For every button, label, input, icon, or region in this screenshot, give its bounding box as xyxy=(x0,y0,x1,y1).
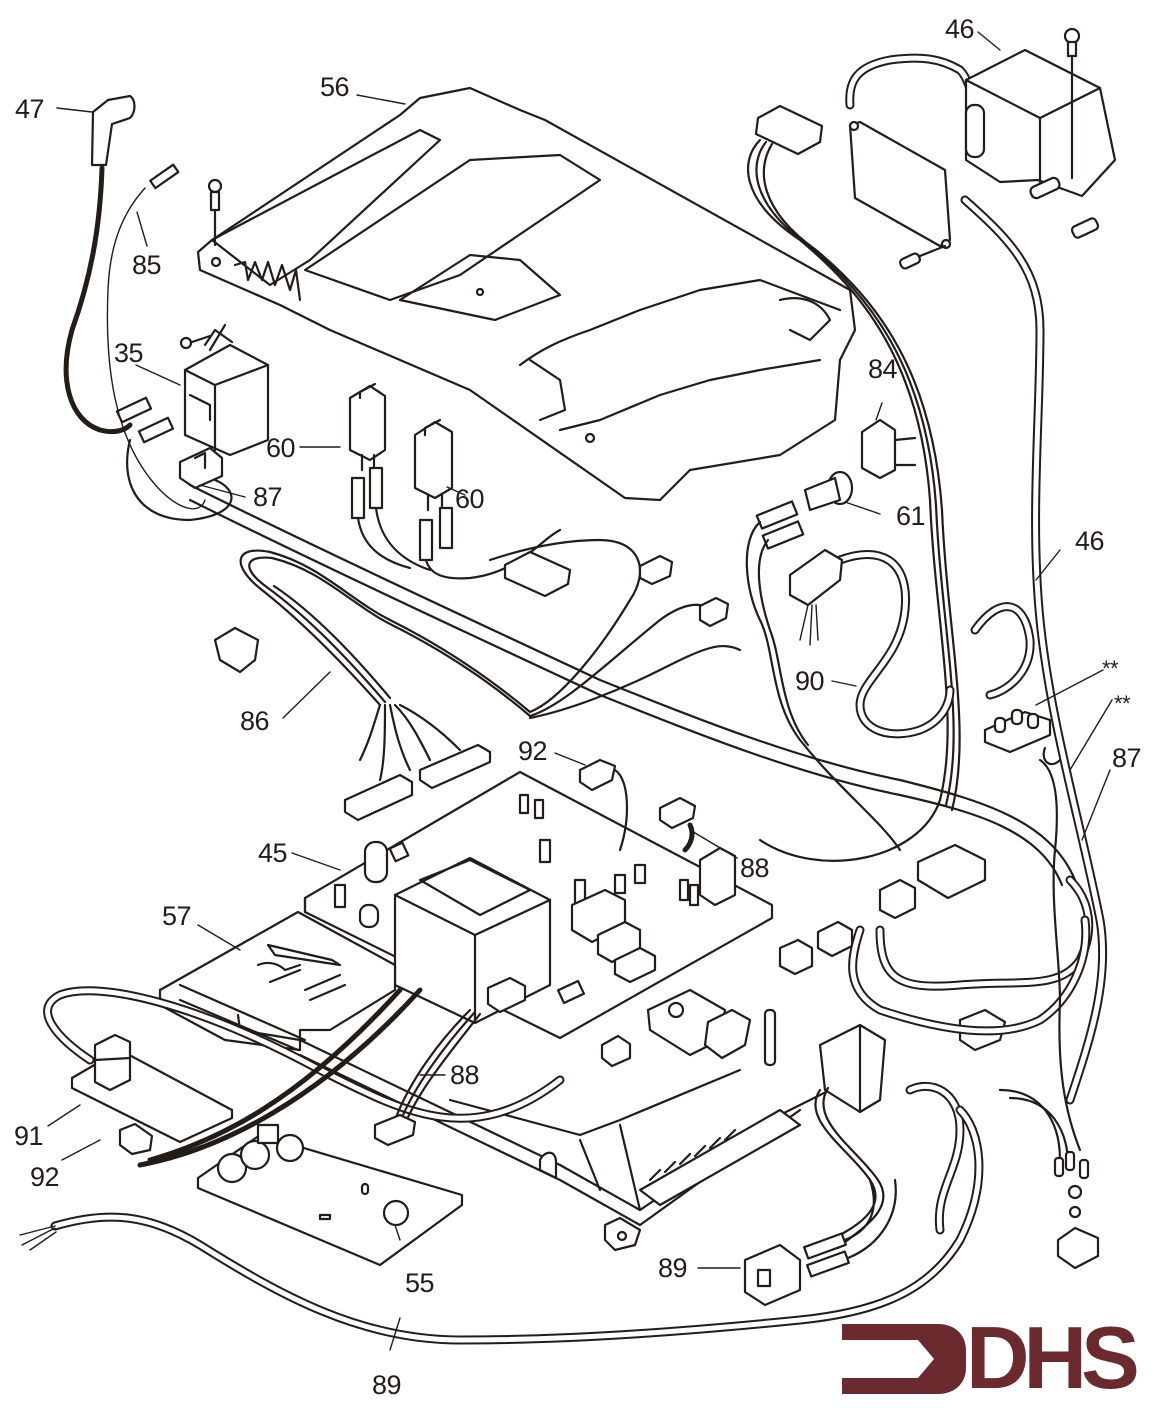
callout-88-b: 88 xyxy=(450,1060,480,1090)
four-way-harness-part xyxy=(747,104,961,862)
callout-87-b: 87 xyxy=(1112,743,1142,773)
callout-55: 55 xyxy=(405,1268,435,1298)
clip-84-part xyxy=(860,418,917,480)
mains-switch-part xyxy=(743,1178,897,1307)
callout-85: 85 xyxy=(132,250,162,280)
callout-56: 56 xyxy=(320,72,350,102)
neon-indicator-part xyxy=(745,470,902,852)
pcb-carrier-tray-part xyxy=(158,910,397,1052)
callout-91: 91 xyxy=(14,1121,44,1151)
callout-terminal-lead: ** xyxy=(1114,691,1131,716)
callout-88-a: 88 xyxy=(740,853,770,883)
control-panel-housing-part xyxy=(298,843,1007,1252)
callout-92-a: 92 xyxy=(518,736,548,766)
callout-90: 90 xyxy=(795,666,825,696)
callout-89-switch: 89 xyxy=(658,1253,688,1283)
microswitch-b-part xyxy=(413,418,562,580)
callout-46-cable: 46 xyxy=(1075,526,1105,556)
leader-lines xyxy=(47,31,1113,1351)
pump-module-part xyxy=(845,27,1117,270)
harness-87-lower-part xyxy=(848,758,1094,1152)
control-box-cover-part xyxy=(196,86,857,502)
callout-92-b: 92 xyxy=(30,1162,60,1192)
interface-pcb-part xyxy=(43,986,565,1168)
callout-60-a: 60 xyxy=(266,433,296,463)
ignition-lead-part xyxy=(63,94,153,435)
dhs-logo: DHS xyxy=(838,1312,1158,1404)
arrow-right-icon xyxy=(842,1324,966,1394)
earth-lead-part xyxy=(106,163,206,510)
callout-84: 84 xyxy=(868,354,898,384)
callout-57: 57 xyxy=(162,901,192,931)
potentiometer-board-part xyxy=(196,1123,464,1267)
callout-86: 86 xyxy=(240,706,270,736)
main-wiring-harness-part xyxy=(213,538,742,822)
callout-45: 45 xyxy=(258,838,288,868)
logo-text: DHS xyxy=(966,1308,1140,1407)
ignition-transformer-part xyxy=(137,323,270,490)
callout-60-b: 60 xyxy=(455,484,485,514)
callout-47: 47 xyxy=(15,94,45,124)
cable-46-part xyxy=(960,195,1108,1105)
callout-35: 35 xyxy=(114,338,144,368)
terminal-block-part xyxy=(983,708,1062,766)
microswitch-a-part xyxy=(348,382,432,572)
mains-cable-part xyxy=(19,1105,984,1345)
callout-89-cable: 89 xyxy=(372,1370,402,1400)
sensor-lead-part xyxy=(788,548,1035,739)
ribbon-lead-88-part xyxy=(373,1008,482,1147)
callout-terminal-block: ** xyxy=(1102,656,1119,681)
callout-87-a: 87 xyxy=(253,482,283,512)
callout-46-module: 46 xyxy=(945,14,975,44)
callout-61: 61 xyxy=(896,501,926,531)
main-pcb-part xyxy=(303,758,774,1040)
